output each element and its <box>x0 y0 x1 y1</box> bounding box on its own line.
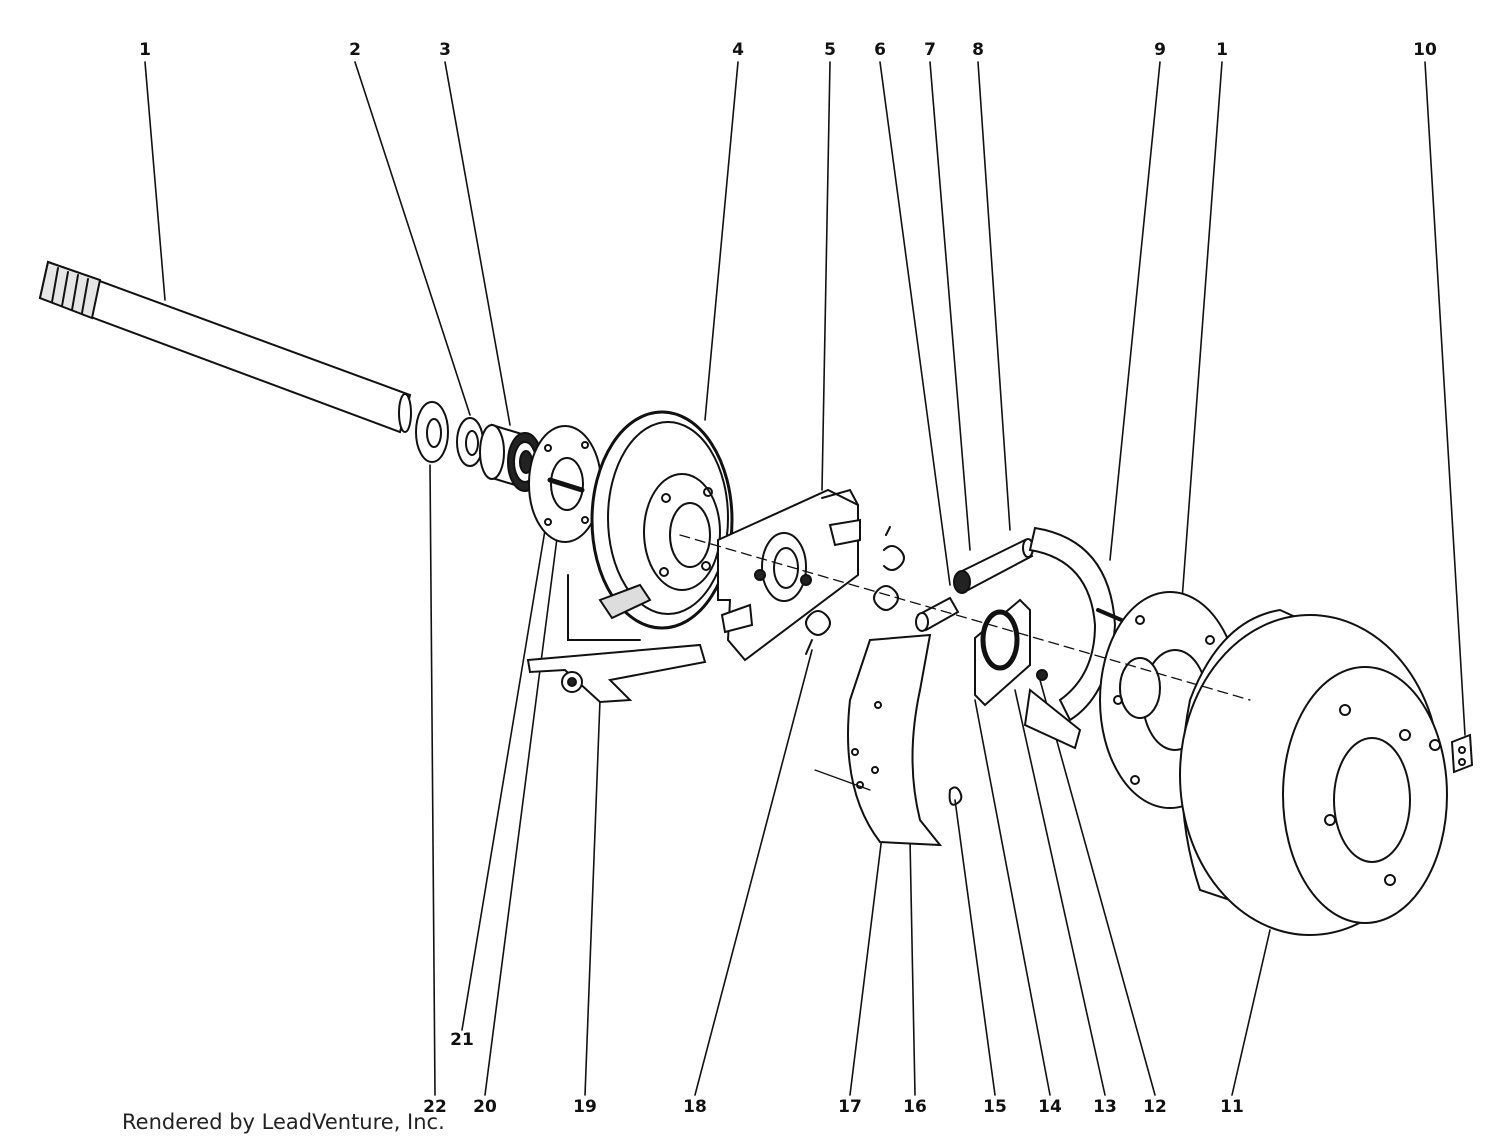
callout-13: 13 <box>1093 1097 1117 1117</box>
bearing-retainer <box>528 425 602 543</box>
callout-11: 11 <box>1220 1097 1244 1117</box>
callout-2: 2 <box>349 40 361 60</box>
callout-18: 18 <box>683 1097 707 1117</box>
spacer-ring <box>456 417 484 467</box>
callout-5: 5 <box>824 40 836 60</box>
brake-shoe-lower <box>847 633 943 847</box>
callout-1-hub: 1 <box>1216 40 1228 60</box>
callout-7: 7 <box>924 40 936 60</box>
callout-15: 15 <box>983 1097 1007 1117</box>
callout-1-shaft: 1 <box>139 40 151 60</box>
mounting-plate <box>717 488 861 662</box>
center-axis <box>679 534 1251 701</box>
callout-22: 22 <box>423 1097 447 1117</box>
callout-16: 16 <box>903 1097 927 1117</box>
backing-plate <box>567 410 734 641</box>
callout-17: 17 <box>838 1097 862 1117</box>
brake-lever <box>526 643 707 704</box>
callout-10: 10 <box>1413 40 1437 60</box>
return-spring-upper <box>873 526 905 611</box>
callout-14: 14 <box>1038 1097 1062 1117</box>
callout-6: 6 <box>874 40 886 60</box>
callout-3: 3 <box>439 40 451 60</box>
axle-shaft <box>38 260 412 434</box>
washer <box>415 401 449 463</box>
cover-plate <box>974 598 1031 707</box>
leader-lines <box>144 61 1466 1096</box>
callout-19: 19 <box>573 1097 597 1117</box>
callout-21: 21 <box>450 1030 474 1050</box>
callout-20: 20 <box>473 1097 497 1117</box>
brake-drum <box>1179 608 1448 936</box>
adjuster-pin <box>915 596 960 632</box>
wheel-cylinder <box>953 538 1034 594</box>
lug-plate <box>1450 733 1474 774</box>
adjuster-clip <box>948 786 963 806</box>
callout-9: 9 <box>1154 40 1166 60</box>
callout-8: 8 <box>972 40 984 60</box>
callout-12: 12 <box>1143 1097 1167 1117</box>
shoe-axis <box>814 769 871 791</box>
footer-credit: Rendered by LeadVenture, Inc. <box>122 1110 445 1134</box>
return-spring-lower <box>805 610 831 655</box>
callout-4: 4 <box>732 40 744 60</box>
